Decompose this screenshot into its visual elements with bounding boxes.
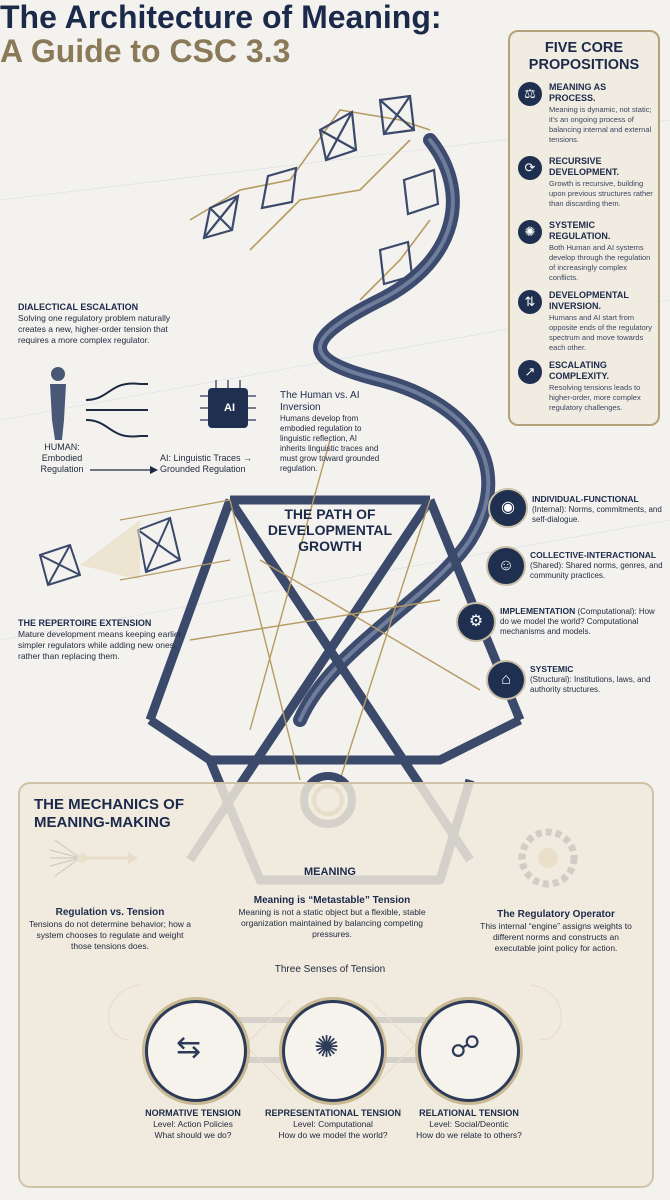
operator-block: The Regulatory Operator This internal “e… [474,908,638,954]
tension-level: Level: Action Policies [153,1119,233,1129]
human-ai-inversion: The Human vs. AI Inversion Humans develo… [280,390,380,474]
tension-title: NORMATIVE TENSION [145,1108,241,1118]
scope-individual: INDIVIDUAL-FUNCTIONAL (Internal): Norms,… [532,494,662,525]
title-line-2: A Guide to CSC 3.3 [0,33,291,69]
proposition-desc: Resolving tensions leads to higher-order… [549,383,641,412]
human-label-title: HUMAN: [44,442,80,452]
scope-desc: (Computational): How do we model the wor… [500,607,655,636]
brain-glyph: ✺ [314,1031,340,1064]
scope-title: COLLECTIVE-INTERACTIONAL [530,550,657,560]
proposition-desc: Growth is recursive, building upon previ… [549,179,653,208]
proposition-desc: Meaning is dynamic, not static; it's an … [549,105,652,144]
documents-glyph: ⇆ [176,1031,202,1064]
scope-implementation: IMPLEMENTATION (Computational): How do w… [500,606,664,637]
metastable-desc: Meaning is not a static object but a fle… [238,907,426,939]
proposition-title: ESCALATING COMPLEXITY. [549,360,610,381]
mechanics-heading: THE MECHANICS OF MEANING-MAKING [34,796,184,832]
scope-title: IMPLEMENTATION [500,606,576,616]
proposition-title: DEVELOPMENTAL INVERSION. [549,290,629,311]
scope-title: INDIVIDUAL-FUNCTIONAL [532,494,639,504]
path-label: THE PATH OF DEVELOPMENTAL GROWTH [267,506,393,554]
senses-title: Three Senses of Tension [274,964,386,975]
ai-label-sub: Grounded Regulation [160,464,246,474]
people-icon: ☺ [486,546,526,586]
proposition-desc: Humans and AI start from opposite ends o… [549,313,652,352]
brain-icon: ◉ [488,488,528,528]
scope-desc: (Shared): Shared norms, genres, and comm… [530,561,663,580]
scales-icon: ⚖ [518,82,542,106]
tension-question: What should we do? [154,1130,232,1140]
network-gear-icon: ✺ [518,220,542,244]
scope-collective: COLLECTIVE-INTERACTIONAL (Shared): Share… [530,550,664,581]
mechanics-heading-line-1: THE MECHANICS OF [34,796,184,813]
ai-label-title: AI: Linguistic Traces [160,453,241,463]
repertoire-title: THE REPERTOIRE EXTENSION [18,618,152,628]
proposition-title: RECURSIVE DEVELOPMENT. [549,156,620,177]
human-label: HUMAN: Embodied Regulation [22,442,102,475]
metastable-block: Meaning is “Metastable” Tension Meaning … [232,894,432,940]
people-glyph: ☍ [450,1031,481,1064]
brain-network-icon [282,1000,384,1102]
proposition-item: ⟳ RECURSIVE DEVELOPMENT. Growth is recur… [518,156,654,209]
tension-question: How do we model the world? [278,1130,388,1140]
proposition-item: ↗ ESCALATING COMPLEXITY. Resolving tensi… [518,360,654,413]
scope-systemic: SYSTEMIC (Structural): Institutions, law… [530,664,662,695]
regulation-desc: Tensions do not determine behavior; how … [28,919,192,951]
dialectical-desc: Solving one regulatory problem naturally… [18,313,171,345]
tension-title: REPRESENTATIONAL TENSION [264,1108,401,1118]
propositions-panel: FIVE CORE PROPOSITIONS ⚖ MEANING AS PROC… [508,30,660,426]
rising-arrow-icon: ↗ [518,360,542,384]
operator-desc: This internal “engine” assigns weights t… [480,921,632,953]
tension-level: Level: Social/Deontic [429,1119,509,1129]
ai-label: AI: Linguistic Traces → Grounded Regulat… [160,453,270,475]
tension-level: Level: Computational [293,1119,373,1129]
people-network-icon [418,1000,520,1102]
tension-question: How do we relate to others? [416,1130,522,1140]
documents-icon [145,1000,247,1102]
propositions-heading: FIVE CORE PROPOSITIONS [528,40,640,73]
dialectical-escalation: DIALECTICAL ESCALATION Solving one regul… [18,302,198,346]
proposition-desc: Both Human and AI systems develop throug… [549,243,651,282]
gears-icon: ⚙ [456,602,496,642]
regulation-block: Regulation vs. Tension Tensions do not d… [26,906,194,952]
scope-desc: (Internal): Norms, commitments, and self… [532,505,662,524]
mechanics-heading-line-2: MEANING-MAKING [34,814,171,831]
ai-chip-label: AI [224,402,235,414]
cycle-arrows-icon: ⟳ [518,156,542,180]
repertoire-desc: Mature development means keeping earlier… [18,629,184,661]
proposition-title: SYSTEMIC REGULATION. [549,220,611,241]
human-label-sub: Embodied Regulation [40,453,84,474]
inversion-desc: Humans develop from embodied regulation … [280,414,380,473]
proposition-title: MEANING AS PROCESS. [549,82,607,103]
repertoire-extension: THE REPERTOIRE EXTENSION Mature developm… [18,618,188,662]
tension-relational: RELATIONAL TENSION Level: Social/Deontic… [396,1108,542,1141]
inversion-title: The Human vs. AI Inversion [280,390,360,413]
mechanics-panel [18,782,654,1188]
ai-chip-icon: AI [224,402,235,414]
regulation-title: Regulation vs. Tension [55,907,165,918]
proposition-item: ✺ SYSTEMIC REGULATION. Both Human and AI… [518,220,654,283]
tension-normative: NORMATIVE TENSION Level: Action Policies… [120,1108,266,1141]
page-title: The Architecture of Meaning: A Guide to … [0,0,670,68]
proposition-item: ⇅ DEVELOPMENTAL INVERSION. Humans and AI… [518,290,654,353]
arrow-right-icon: → [243,453,253,463]
scope-title: SYSTEMIC [530,664,574,674]
metastable-title: Meaning is “Metastable” Tension [253,895,411,906]
tension-title: RELATIONAL TENSION [419,1108,519,1118]
scope-desc: (Structural): Institutions, laws, and au… [530,675,651,694]
up-down-arrows-icon: ⇅ [518,290,542,314]
institution-icon: ⌂ [486,660,526,700]
title-line-1: The Architecture of Meaning: [0,0,442,35]
operator-title: The Regulatory Operator [497,909,615,920]
dialectical-title: DIALECTICAL ESCALATION [18,302,139,312]
proposition-item: ⚖ MEANING AS PROCESS. Meaning is dynamic… [518,82,654,145]
meaning-label: MEANING [304,866,356,878]
tension-representational: REPRESENTATIONAL TENSION Level: Computat… [258,1108,408,1141]
